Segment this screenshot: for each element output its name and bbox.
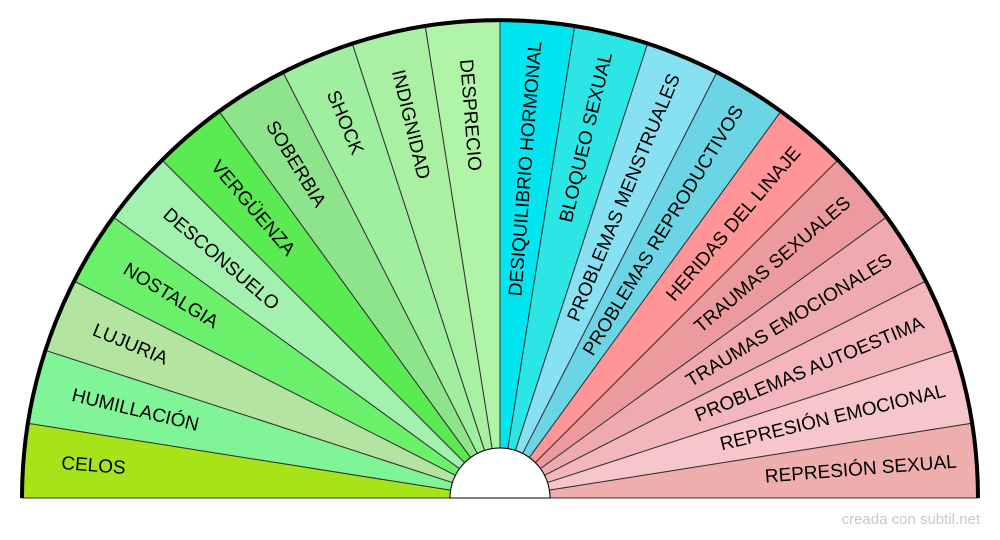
credit-text: creada con subtil.net xyxy=(841,511,980,528)
chart-segments xyxy=(21,19,979,499)
outer-rim xyxy=(20,18,980,499)
segment-label-1: CELOS xyxy=(61,453,127,479)
center-hub xyxy=(449,447,551,499)
